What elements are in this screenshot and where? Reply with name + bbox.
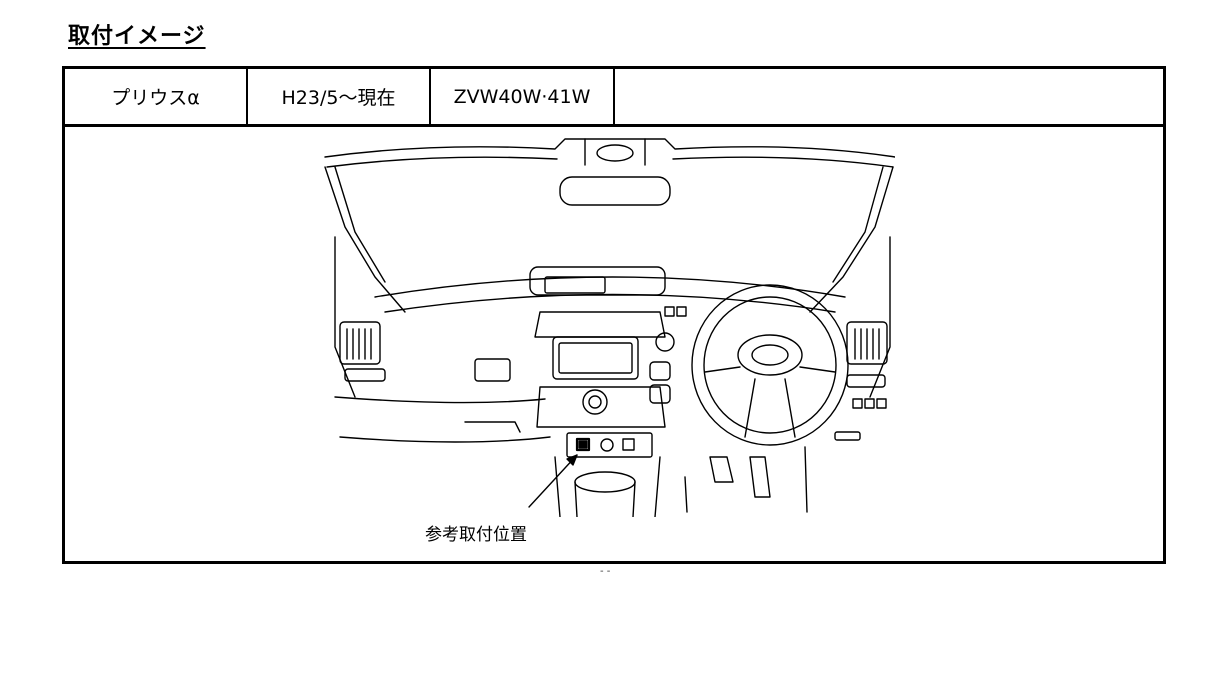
model-cell: プリウスα (65, 69, 248, 124)
period-cell: H23/5～現在 (248, 69, 431, 124)
callout-label: 参考取付位置 (425, 525, 527, 545)
illustration-area: 参考取付位置 (65, 127, 1163, 561)
page-title: 取付イメージ (68, 24, 206, 49)
chassis-cell: ZVW40W·41W (431, 69, 615, 124)
empty-cell (615, 69, 1163, 124)
spec-table: プリウスα H23/5～現在 ZVW40W·41W (62, 66, 1166, 564)
page-number-mark: - - (600, 566, 611, 577)
car-dashboard-illustration (324, 138, 895, 517)
spec-row: プリウスα H23/5～現在 ZVW40W·41W (65, 69, 1163, 127)
